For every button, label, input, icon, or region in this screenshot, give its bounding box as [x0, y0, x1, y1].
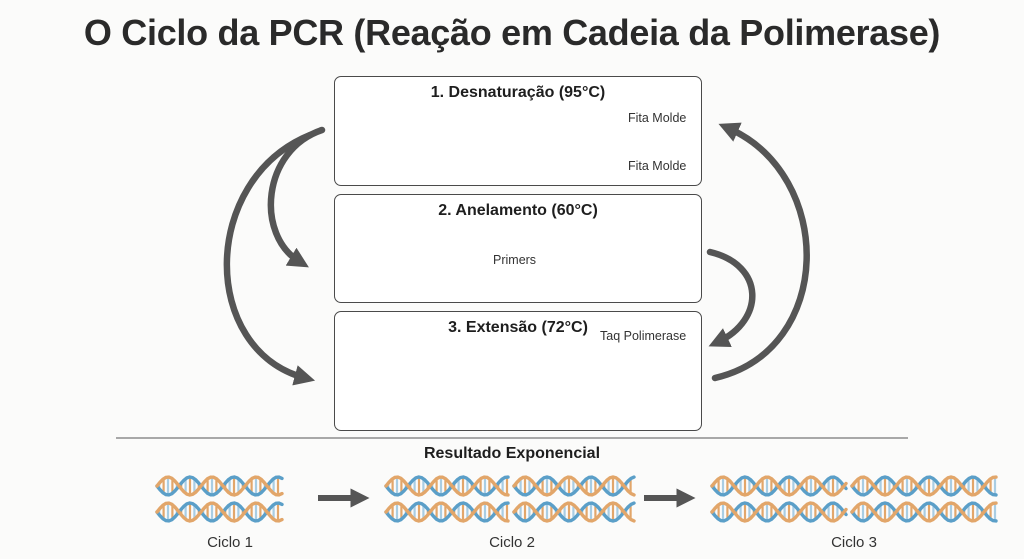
cycle-2-copies [384, 475, 636, 523]
step-denaturation-panel: 1. Desnaturação (95°C) [334, 76, 702, 186]
cycle-1-label: Ciclo 1 [207, 534, 253, 551]
cycle-1-copies [155, 475, 284, 523]
primers-label: Primers [493, 253, 537, 267]
page-title: O Ciclo da PCR (Reação em Cadeia da Poli… [83, 12, 941, 53]
result-title: Resultado Exponencial [423, 445, 601, 462]
step-extension-label: 3. Extensão (72°C) [448, 319, 588, 336]
step-annealing-label: 2. Anelamento (60°C) [438, 202, 598, 219]
cycle-3-label: Ciclo 3 [831, 534, 877, 551]
arrow-annealing-to-extension [706, 248, 756, 347]
template-strand-label-bottom: Fita Molde [628, 159, 687, 173]
step-extension-panel: 3. Extensão (72°C) [334, 311, 702, 431]
taq-polymerase-label: Taq Polimerase [600, 329, 687, 343]
arrow-extension-to-denaturation [711, 122, 810, 382]
template-strand-label-top: Fita Molde [628, 111, 687, 125]
cycle-3-copies [710, 475, 998, 523]
arrow-denaturation-to-extension [223, 131, 316, 386]
result-dna [155, 475, 998, 523]
step-denaturation-label: 1. Desnaturação (95°C) [430, 84, 606, 101]
step-annealing-panel: 2. Anelamento (60°C) [334, 194, 702, 303]
cycle-2-label: Ciclo 2 [489, 534, 535, 551]
